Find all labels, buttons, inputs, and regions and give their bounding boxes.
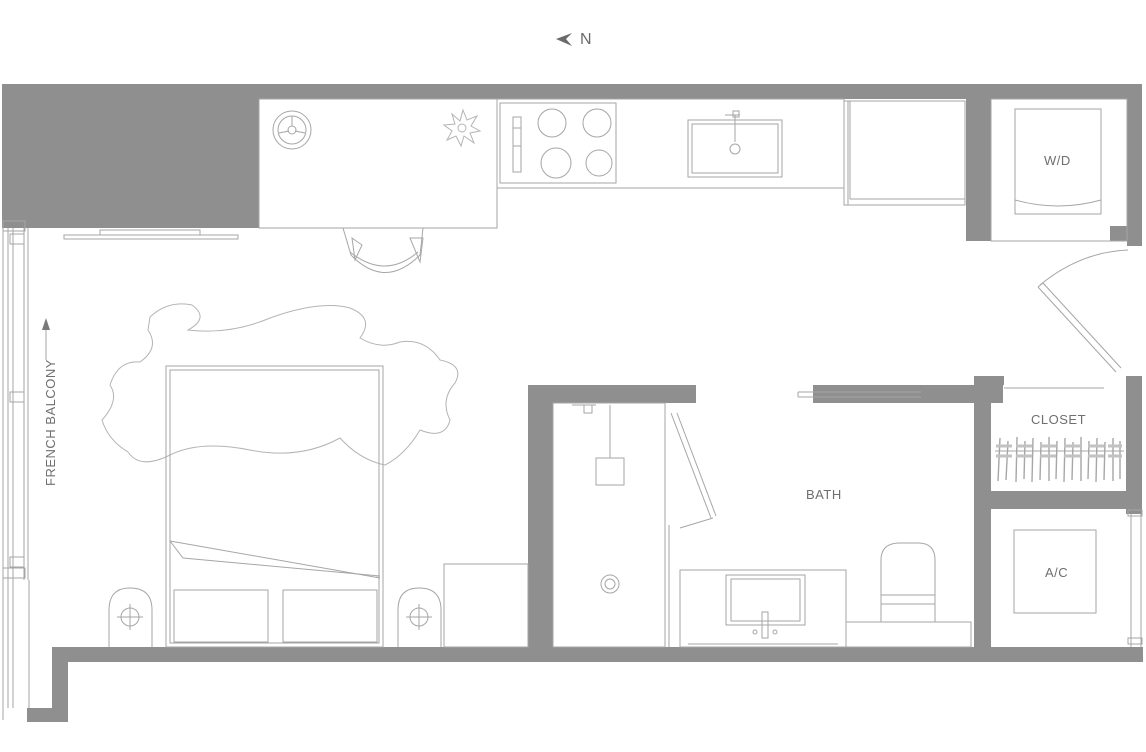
- pillow: [173, 589, 269, 643]
- kitchen-counter: [496, 98, 966, 206]
- shower: [552, 402, 670, 648]
- closet-label: CLOSET: [1031, 412, 1086, 427]
- chair-icon: [342, 227, 424, 273]
- vanity: [679, 569, 847, 648]
- rug: [101, 303, 459, 466]
- kitchen-sink: [687, 110, 783, 178]
- wall-right-lower: [1126, 376, 1142, 514]
- right-window: [1127, 509, 1143, 647]
- drain-icon: [600, 574, 620, 594]
- burner-icon: [540, 147, 572, 179]
- french-balcony-label: FRENCH BALCONY: [43, 359, 58, 486]
- bath-label: BATH: [806, 487, 842, 502]
- wall-closet-ac-divider: [991, 491, 1127, 509]
- bed: [165, 365, 384, 648]
- bath-sink: [725, 574, 806, 626]
- hangers: [997, 436, 1121, 483]
- wall-wd-left: [966, 99, 991, 241]
- burner-icon: [585, 149, 613, 177]
- entry-door: [1037, 249, 1129, 373]
- nightstand-right: [397, 587, 442, 647]
- nightstand-left: [108, 587, 153, 647]
- wall-closet-top: [974, 376, 1004, 385]
- bathroom: BATH: [679, 487, 972, 648]
- washer-dryer-label: W/D: [1044, 153, 1071, 168]
- toilet-icon: [845, 542, 972, 648]
- pillow: [282, 589, 378, 643]
- plant-icon: [442, 108, 482, 148]
- wall-wd-bottom-stub: [1110, 226, 1127, 241]
- dresser: [443, 563, 529, 648]
- wall-shower-top: [528, 385, 696, 403]
- bath-pocket-door: [797, 391, 921, 398]
- plate-icon: [272, 110, 312, 150]
- wall-top: [2, 84, 1127, 99]
- shelf: [63, 229, 239, 240]
- washer-dryer: W/D: [990, 98, 1128, 242]
- french-balcony-window: [2, 220, 30, 720]
- burner-icon: [537, 108, 567, 138]
- ac-label: A/C: [1045, 565, 1068, 580]
- wall-right-upper: [1127, 84, 1142, 246]
- wall-top-left-block: [2, 84, 259, 228]
- compass-label: N: [580, 31, 592, 48]
- ac-unit: A/C: [1013, 529, 1097, 614]
- walls: [2, 84, 1143, 722]
- bath-door: [670, 412, 717, 529]
- closet: CLOSET: [995, 387, 1124, 483]
- wall-bath-right: [974, 385, 991, 647]
- arrow-up-icon: [42, 318, 50, 330]
- wall-bath-top: [813, 385, 1003, 403]
- french-balcony-label-group: FRENCH BALCONY: [42, 318, 58, 486]
- wall-bottom-left-jog: [52, 647, 68, 722]
- compass: N: [556, 31, 592, 48]
- wall-bottom: [52, 647, 1143, 662]
- desk: [258, 98, 498, 273]
- wall-bottom-left-sill: [27, 708, 68, 722]
- burner-icon: [582, 108, 612, 138]
- refrigerator: [843, 100, 966, 206]
- cooktop: [499, 102, 617, 184]
- wall-shower-left: [528, 385, 553, 647]
- north-arrow-icon: [556, 33, 572, 46]
